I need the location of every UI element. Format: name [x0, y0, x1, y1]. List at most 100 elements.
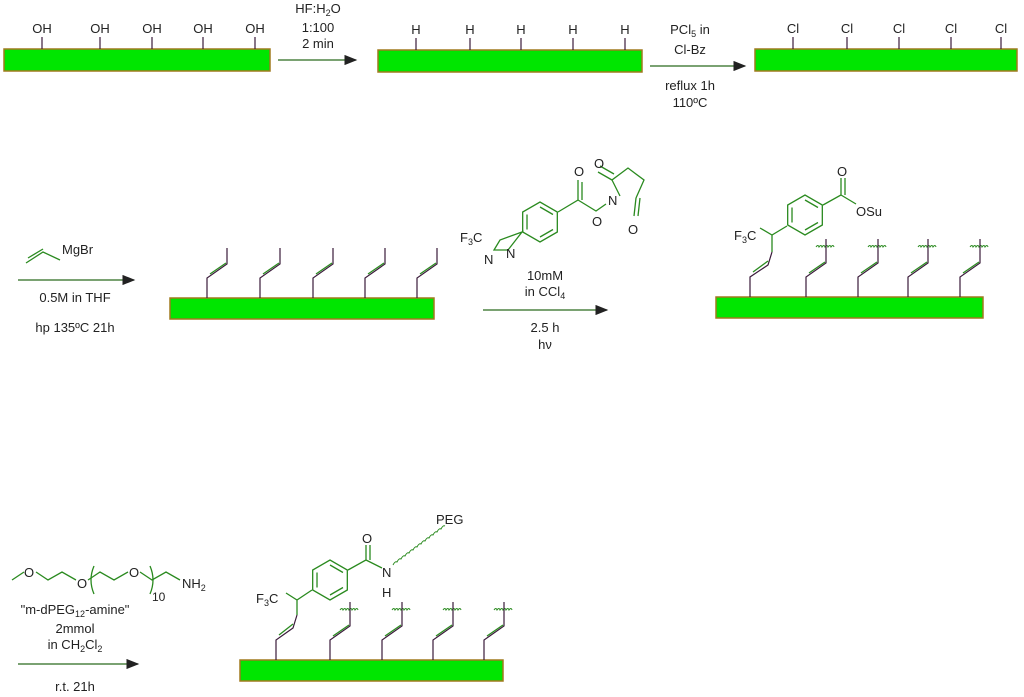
- arrow-step2: PCl5 in Cl-Bz reflux 1h 110ºC: [650, 22, 747, 110]
- aromatic-bond: [804, 221, 819, 231]
- hydroxyl-group: OH: [245, 21, 265, 36]
- wavy-bond-icon: [917, 245, 937, 249]
- propenyl-surface: [169, 248, 438, 320]
- aromatic-bond: [539, 206, 554, 216]
- atom-n: N: [382, 565, 391, 580]
- pegylated-surface: O N H PEG F3C: [239, 512, 513, 682]
- propenyl-chain: [381, 610, 403, 660]
- atom-o: O: [362, 531, 372, 546]
- benzene-ring-icon: [312, 559, 348, 601]
- double-bond: [367, 262, 385, 275]
- atom-o: O: [574, 164, 584, 179]
- solvent-label: in CH2Cl2: [48, 637, 103, 654]
- hydrogen-atom: H: [568, 22, 577, 37]
- surface-bar: [715, 296, 984, 319]
- atom-o: O: [129, 565, 139, 580]
- atom-h: H: [382, 585, 391, 600]
- arrow-step1: HF:H2O 1:100 2 min: [278, 1, 358, 66]
- cf3-label: F3C: [460, 230, 482, 247]
- propenyl-chain: [416, 248, 438, 298]
- ratio-label: 1:100: [302, 20, 335, 35]
- mgbr-label: MgBr: [62, 242, 94, 257]
- peg-label: PEG: [436, 512, 463, 527]
- atom-o: O: [77, 576, 87, 591]
- hydrogen-atom: H: [516, 22, 525, 37]
- conditions-label: r.t. 21h: [55, 679, 95, 694]
- hydroxyl-group: OH: [32, 21, 52, 36]
- temperature-label: 110ºC: [673, 95, 708, 110]
- surface-bar: [754, 48, 1018, 72]
- chlorine-atom: Cl: [787, 21, 799, 36]
- chlorine-atom: Cl: [893, 21, 905, 36]
- arrow-step3: 0.5M in THF hp 135ºC 21h: [18, 274, 136, 335]
- double-bond: [435, 624, 453, 637]
- surface-bar: [169, 297, 435, 320]
- double-bond: [486, 624, 504, 637]
- atom-n: N: [484, 252, 493, 267]
- double-bond: [332, 624, 350, 637]
- propenyl-chain: [364, 248, 386, 298]
- chlorine-atom: Cl: [995, 21, 1007, 36]
- nh2-label: NH2: [182, 576, 206, 593]
- propenyl-chain: [907, 247, 929, 297]
- surface-bar: [239, 659, 504, 682]
- propenyl-chain: [312, 248, 334, 298]
- double-bond: [808, 261, 826, 274]
- double-bond: [278, 623, 294, 636]
- atom-o: O: [837, 164, 847, 179]
- benzene-ring-icon: [787, 194, 823, 236]
- diazirine-nhs-reagent: O O N O O F3C N N: [460, 156, 645, 267]
- cf3-label: F3C: [256, 591, 278, 608]
- atom-o: O: [628, 222, 638, 237]
- double-bond: [860, 261, 878, 274]
- atom-n: N: [608, 193, 617, 208]
- reagent-name: "m-dPEG12-amine": [21, 602, 130, 619]
- chlorine-atom: Cl: [841, 21, 853, 36]
- double-bond: [262, 262, 280, 275]
- arrow-step4: 10mM in CCl4 2.5 h hν: [483, 268, 609, 352]
- m-dpeg12-amine-reagent: O O O NH2 10: [11, 565, 206, 604]
- reflux-label: reflux 1h: [665, 78, 715, 93]
- light-label: hν: [538, 337, 552, 352]
- nhs-functionalized-surface: O OSu F3C: [715, 164, 989, 319]
- double-bond: [209, 262, 227, 275]
- propenyl-chain: [857, 247, 879, 297]
- propenyl-chain: [329, 610, 351, 660]
- double-bond: [752, 260, 769, 273]
- double-bond: [419, 262, 437, 275]
- hydrogen-atom: H: [620, 22, 629, 37]
- propenyl-chain: [805, 247, 827, 297]
- hydroxyl-group: OH: [90, 21, 110, 36]
- propenyl-chain: [432, 610, 454, 660]
- solvent-label: Cl-Bz: [674, 42, 706, 57]
- propenyl-chain: [959, 247, 981, 297]
- hydroxyl-group: OH: [142, 21, 162, 36]
- propenyl-chain: [749, 251, 773, 297]
- time-label: 2.5 h: [531, 320, 560, 335]
- aromatic-bond: [329, 586, 344, 596]
- propenyl-chain: [259, 248, 281, 298]
- aromatic-bond: [804, 199, 819, 209]
- surface-bar: [3, 48, 271, 72]
- conditions-label: hp 135ºC 21h: [35, 320, 114, 335]
- grignard-reagent: MgBr: [25, 242, 94, 264]
- repeat-count: 10: [152, 590, 166, 604]
- wavy-bond-icon: [339, 608, 359, 612]
- propenyl-chain: [206, 248, 228, 298]
- wavy-bond-icon: [493, 608, 513, 612]
- reagent-hf-water: HF:H2O: [295, 1, 340, 18]
- wavy-bond-icon: [442, 608, 462, 612]
- concentration-label: 10mM: [527, 268, 563, 283]
- double-bond: [962, 261, 980, 274]
- double-bond: [910, 261, 928, 274]
- atom-o: O: [594, 156, 604, 171]
- wavy-bond-icon: [391, 608, 411, 612]
- aromatic-bond: [539, 228, 554, 238]
- arrow-step5: "m-dPEG12-amine" 2mmol in CH2Cl2 r.t. 21…: [18, 602, 140, 694]
- osu-label: OSu: [856, 204, 882, 219]
- atom-o: O: [592, 214, 602, 229]
